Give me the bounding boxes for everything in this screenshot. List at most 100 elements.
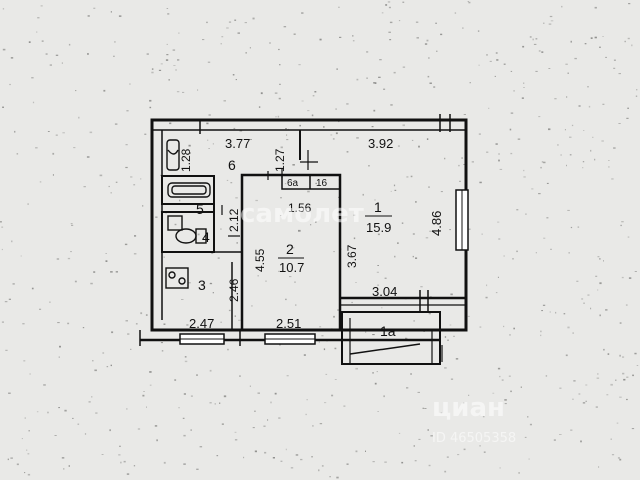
speckle-dot	[613, 59, 616, 61]
speckle-dot	[284, 183, 287, 185]
speckle-dot	[521, 97, 524, 99]
speckle-dot	[495, 292, 498, 294]
speckle-dot	[546, 217, 549, 219]
speckle-dot	[574, 57, 577, 60]
speckle-dot	[249, 47, 251, 49]
speckle-dot	[494, 75, 496, 77]
speckle-dot	[492, 392, 495, 394]
speckle-dot	[251, 305, 253, 307]
speckle-dot	[99, 174, 103, 177]
speckle-dot	[621, 221, 624, 223]
speckle-dot	[285, 128, 287, 130]
speckle-dot	[416, 37, 419, 39]
speckle-dot	[498, 159, 500, 162]
speckle-dot	[541, 161, 544, 163]
speckle-dot	[488, 107, 490, 109]
speckle-dot	[634, 352, 637, 355]
speckle-dot	[546, 182, 549, 184]
speckle-dot	[226, 27, 229, 29]
speckle-dot	[467, 1, 469, 2]
speckle-dot	[120, 461, 122, 464]
speckle-dot	[2, 48, 6, 51]
room-5-number: 5	[196, 201, 204, 217]
speckle-dot	[509, 334, 511, 336]
speckle-dot	[92, 360, 94, 362]
speckle-dot	[5, 349, 8, 351]
speckle-dot	[207, 61, 211, 63]
speckle-dot	[569, 136, 572, 138]
speckle-dot	[462, 402, 465, 404]
speckle-dot	[36, 411, 39, 413]
speckle-dot	[174, 379, 177, 381]
speckle-dot	[336, 68, 338, 70]
speckle-dot	[333, 315, 335, 318]
speckle-dot	[68, 465, 70, 467]
speckle-dot	[510, 152, 513, 155]
speckle-dot	[114, 41, 116, 43]
speckle-dot	[83, 186, 86, 188]
speckle-dot	[584, 43, 587, 45]
dim-3-67: 3.67	[345, 244, 359, 268]
speckle-dot	[377, 265, 379, 266]
speckle-dot	[255, 199, 258, 202]
speckle-dot	[70, 251, 72, 253]
speckle-dot	[541, 310, 543, 312]
speckle-dot	[233, 127, 236, 130]
speckle-dot	[384, 461, 387, 463]
speckle-dot	[430, 435, 433, 437]
speckle-dot	[264, 451, 267, 454]
speckle-dot	[602, 103, 605, 105]
speckle-dot	[336, 476, 339, 479]
speckle-dot	[8, 392, 11, 394]
speckle-dot	[627, 236, 630, 238]
speckle-dot	[87, 15, 90, 17]
speckle-dot	[592, 136, 594, 138]
speckle-dot	[109, 429, 111, 432]
speckle-dot	[119, 445, 121, 447]
speckle-dot	[402, 1, 405, 3]
speckle-dot	[234, 431, 237, 433]
speckle-dot	[8, 298, 11, 300]
speckle-dot	[418, 145, 420, 148]
speckle-dot	[294, 281, 296, 283]
speckle-dot	[186, 324, 189, 326]
speckle-dot	[338, 6, 340, 8]
speckle-dot	[440, 33, 443, 36]
speckle-dot	[151, 68, 154, 70]
speckle-dot	[543, 22, 545, 24]
speckle-dot	[597, 373, 599, 375]
speckle-dot	[543, 237, 546, 239]
room-1-number: 1	[374, 199, 382, 215]
speckle-dot	[151, 71, 154, 74]
speckle-dot	[513, 90, 515, 92]
speckle-dot	[356, 137, 359, 139]
speckle-dot	[334, 379, 337, 380]
speckle-dot	[449, 229, 451, 231]
speckle-dot	[594, 158, 596, 161]
speckle-dot	[372, 372, 374, 374]
speckle-dot	[1, 226, 4, 228]
speckle-dot	[412, 233, 415, 235]
speckle-dot	[459, 180, 461, 182]
speckle-dot	[618, 123, 621, 124]
sink-icon	[166, 139, 180, 171]
speckle-dot	[68, 43, 71, 46]
speckle-dot	[106, 366, 109, 368]
speckle-dot	[39, 308, 42, 310]
speckle-dot	[321, 335, 324, 337]
speckle-dot	[149, 99, 152, 102]
dim-1-27: 1.27	[273, 148, 287, 172]
speckle-dot	[615, 379, 617, 381]
speckle-dot	[626, 117, 629, 119]
speckle-dot	[278, 97, 281, 100]
speckle-dot	[631, 428, 635, 430]
speckle-dot	[410, 175, 413, 178]
speckle-dot	[423, 331, 425, 332]
speckle-dot	[165, 59, 169, 61]
speckle-dot	[55, 134, 58, 136]
speckle-dot	[280, 146, 283, 149]
speckle-dot	[178, 407, 180, 409]
speckle-dot	[7, 458, 9, 461]
speckle-dot	[108, 185, 110, 188]
speckle-dot	[462, 27, 464, 29]
